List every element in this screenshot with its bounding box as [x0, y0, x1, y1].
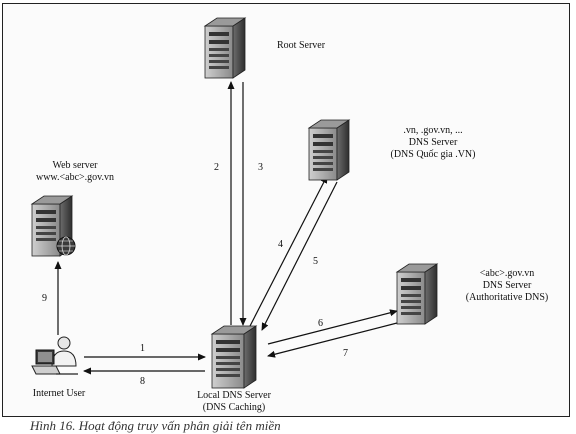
- figure-caption: Hình 16. Hoạt động truy vấn phân giải tê…: [30, 418, 281, 433]
- dns-vn-label: .vn, .gov.vn, ... DNS Server (DNS Quốc g…: [373, 125, 493, 161]
- dns-vn-label-line1: .vn, .gov.vn, ...: [403, 125, 463, 136]
- step-3-label: 3: [258, 162, 263, 173]
- dns-vn-server-icon: [307, 119, 351, 181]
- root-server-label: Root Server: [277, 40, 326, 51]
- auth-dns-label-line2: DNS Server: [482, 280, 532, 291]
- globe-icon: [56, 236, 76, 256]
- arrow-6: [267, 309, 398, 345]
- local-dns-server-icon: [210, 325, 258, 389]
- step-8-label: 8: [140, 376, 145, 387]
- internet-user-icon: [31, 336, 78, 375]
- local-dns-label-line2: (DNS Caching): [202, 402, 266, 413]
- arrow-5: [261, 181, 338, 331]
- step-5-label: 5: [313, 256, 318, 267]
- local-dns-label: Local DNS Server (DNS Caching): [174, 390, 294, 414]
- step-6-label: 6: [318, 318, 323, 329]
- arrow-4: [249, 175, 328, 327]
- internet-user-label: Internet User: [32, 388, 86, 399]
- auth-dns-label-line1: <abc>.gov.vn: [479, 268, 535, 279]
- root-server-icon: [203, 17, 247, 79]
- arrow-7: [267, 322, 398, 358]
- diagram-frame: [2, 3, 570, 417]
- web-server-label: Web server www.<abc>.gov.vn: [20, 160, 130, 184]
- web-server-label-line2: www.<abc>.gov.vn: [35, 172, 115, 183]
- auth-dns-label: <abc>.gov.vn DNS Server (Authoritative D…: [452, 268, 562, 304]
- step-1-label: 1: [140, 343, 145, 354]
- web-server-label-line1: Web server: [52, 160, 98, 171]
- step-4-label: 4: [278, 239, 283, 250]
- auth-dns-server-icon: [395, 263, 439, 325]
- step-2-label: 2: [214, 162, 219, 173]
- local-dns-label-line1: Local DNS Server: [197, 390, 271, 401]
- auth-dns-label-line3: (Authoritative DNS): [465, 292, 549, 303]
- step-9-label: 9: [42, 293, 47, 304]
- dns-vn-label-line2: DNS Server: [408, 137, 458, 148]
- step-7-label: 7: [343, 348, 348, 359]
- dns-vn-label-line3: (DNS Quốc gia .VN): [390, 149, 476, 160]
